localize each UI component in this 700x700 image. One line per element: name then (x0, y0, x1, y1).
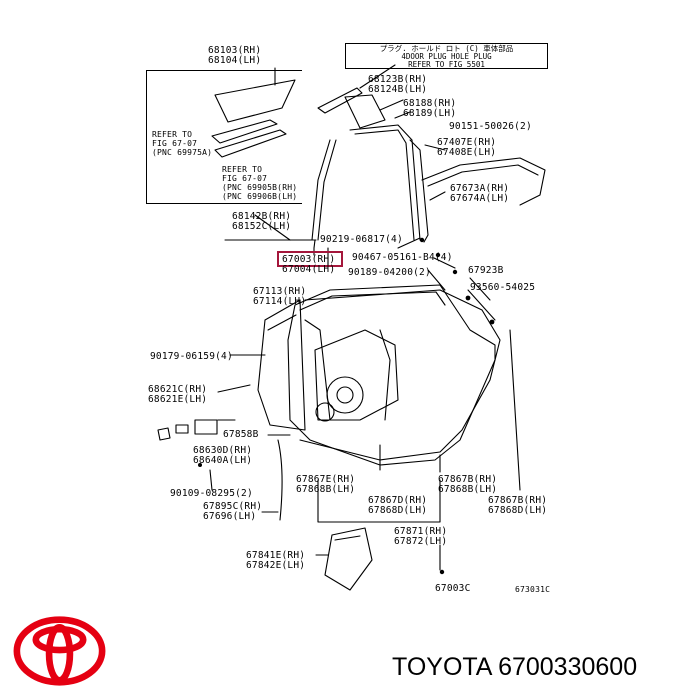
part-label-67858[interactable]: 67858B (223, 429, 259, 440)
note-line-3: REFER TO FIG 5501 (408, 60, 485, 69)
refer-frame (146, 70, 302, 204)
cable-part (277, 439, 283, 521)
part-label-67867d[interactable]: 67867D(RH)67868D(LH) (368, 495, 428, 516)
part-label-67867b[interactable]: 67867B(RH)67868B(LH) (438, 474, 498, 495)
part-label-67923[interactable]: 67923B (468, 265, 504, 276)
quarter-glass-part (317, 87, 363, 114)
footer-title: TOYOTA 6700330600 (392, 652, 637, 682)
part-label-67871[interactable]: 67871(RH)67872(LH) (394, 526, 448, 547)
part-label-90189[interactable]: 90189-04200(2) (348, 267, 431, 278)
figure-code: 673031C (515, 585, 551, 594)
part-label-67003c[interactable]: 67003C (435, 583, 471, 594)
plug-note-box: プラグ. ホールド ロト (C) 車体部品 4DOOR PLUG HOLE PL… (345, 43, 548, 69)
toyota-logo-icon (13, 616, 106, 686)
door-glass-part (214, 79, 296, 123)
part-label-67895[interactable]: 67895C(RH)67696(LH) (203, 501, 263, 522)
part-label-68103[interactable]: 68103(RH)68104(LH) (208, 45, 262, 66)
door-frame-part (287, 284, 496, 466)
door-seal-part (299, 289, 501, 461)
part-label-67113[interactable]: 67113(RH)67114(LH) (253, 286, 307, 307)
part-label-93560[interactable]: 93560-54025 (470, 282, 536, 293)
part-label-67867e[interactable]: 67867E(RH)67868B(LH) (296, 474, 356, 495)
brand-name: TOYOTA (392, 653, 492, 681)
part-label-67673[interactable]: 67673A(RH)67674A(LH) (450, 183, 510, 204)
part-label-68123[interactable]: 68123B(RH)68124B(LH) (368, 74, 428, 95)
part-number: 6700330600 (498, 653, 638, 681)
window-channel-part (349, 124, 421, 241)
lower-panel-part (324, 527, 373, 591)
part-label-68621[interactable]: 68621C(RH)68621E(LH) (148, 384, 208, 405)
part-label-67003[interactable]: 67003(RH)67004(LH) (282, 254, 336, 275)
part-label-68630[interactable]: 68630D(RH)68640A(LH) (193, 445, 253, 466)
part-label-67841[interactable]: 67841E(RH)67842E(LH) (246, 550, 306, 571)
part-label-67867b-2[interactable]: 67867B(RH)67868D(LH) (488, 495, 548, 516)
part-label-68188[interactable]: 68188(RH)68189(LH) (403, 98, 457, 119)
part-label-90179[interactable]: 90179-06159(4) (150, 351, 233, 362)
door-skin-part (257, 299, 306, 431)
part-label-90151[interactable]: 90151-50026(2) (449, 121, 532, 132)
part-label-90109[interactable]: 90109-08295(2) (170, 488, 253, 499)
highlighted-part-frame (277, 251, 343, 267)
note-line-2: 4DOOR PLUG HOLE PLUG (401, 52, 492, 61)
part-label-90467[interactable]: 90467-05161-B4(4) (352, 252, 453, 263)
part-label-67407[interactable]: 67407E(RH)67408E(LH) (437, 137, 497, 158)
note-line-1: プラグ. ホールド ロト (C) 車体部品 (379, 44, 514, 53)
weatherstrip-part (421, 157, 546, 206)
part-label-90219[interactable]: 90219-06817(4) (320, 234, 403, 245)
part-label-68142[interactable]: 68142B(RH)68152C(LH) (232, 211, 292, 232)
